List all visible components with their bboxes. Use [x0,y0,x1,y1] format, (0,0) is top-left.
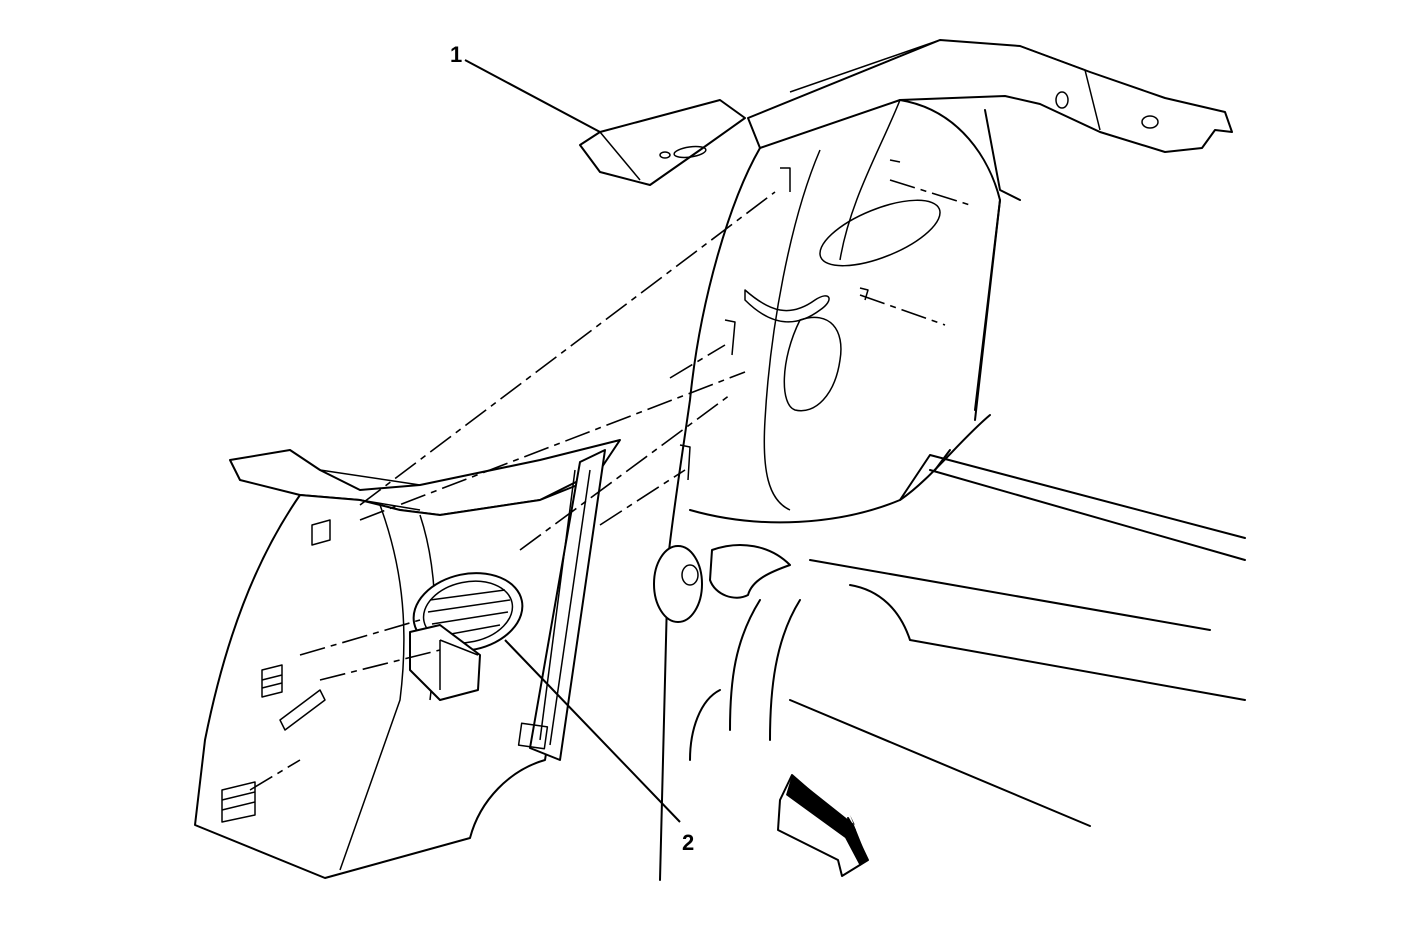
retainer-clips [221,519,331,823]
upper-trim-piece [579,99,746,186]
alignment-lines [249,179,971,791]
callout-label-1: 1 [450,42,462,67]
callout-2: 2 [504,639,694,855]
callout-label-2: 2 [682,830,694,855]
direction-arrow-icon [777,774,869,877]
callout-1: 1 [450,42,601,133]
body-structure [653,39,1246,881]
quarter-trim-panel [194,439,621,879]
